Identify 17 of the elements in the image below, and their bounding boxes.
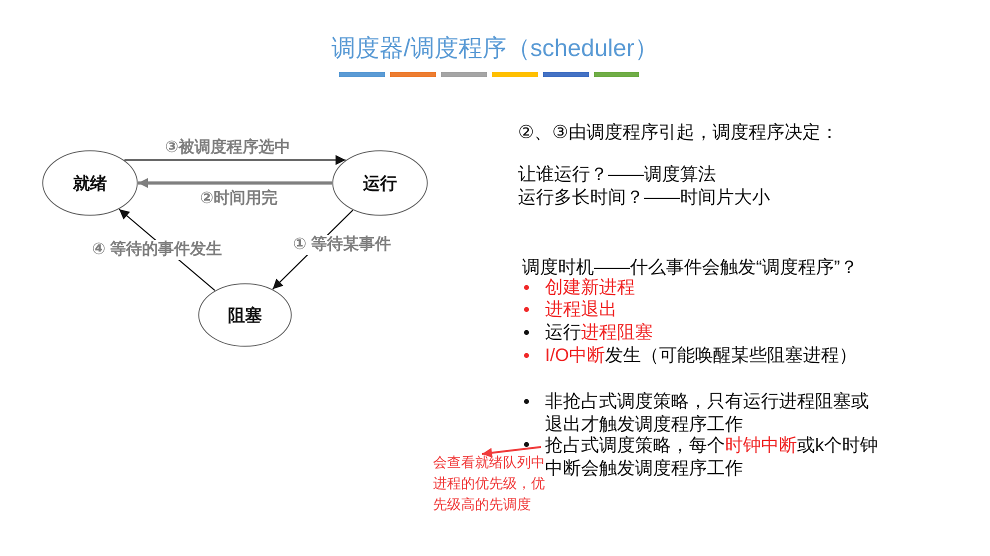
text-line: 运行多长时间？——时间片大小 [518, 187, 770, 207]
bullet-text: 抢占式调度策略，每个时钟中断或k个时钟中断会触发调度程序工作 [545, 434, 885, 480]
text-line: 调度时机——什么事件会触发“调度程序”？ [522, 257, 858, 277]
state-ellipse: 阻塞 [198, 283, 292, 347]
bullet-text: 进程退出 [545, 299, 617, 319]
bullet-text: I/O中断发生（可能唤醒某些阻塞进程） [545, 345, 858, 365]
text-line: ②、③由调度程序引起，调度程序决定： [518, 122, 838, 142]
edge-label: ① 等待某事件 [293, 235, 391, 255]
text-line: 让谁运行？——调度算法 [518, 164, 716, 184]
state-ellipse: 运行 [332, 150, 428, 216]
state-ellipse: 就绪 [42, 150, 138, 216]
bullet-text: 创建新进程 [545, 277, 635, 297]
bullet-text: 非抢占式调度策略，只有运行进程阻塞或退出才触发调度程序工作 [545, 391, 869, 434]
annotation-note: 会查看就绪队列中进程的优先级，优先级高的先调度 [433, 452, 545, 515]
edge-label: ④ 等待的事件发生 [92, 240, 222, 260]
bullet-text: 运行进程阻塞 [545, 322, 653, 342]
slide-title: 调度器/调度程序（scheduler） [332, 35, 658, 62]
